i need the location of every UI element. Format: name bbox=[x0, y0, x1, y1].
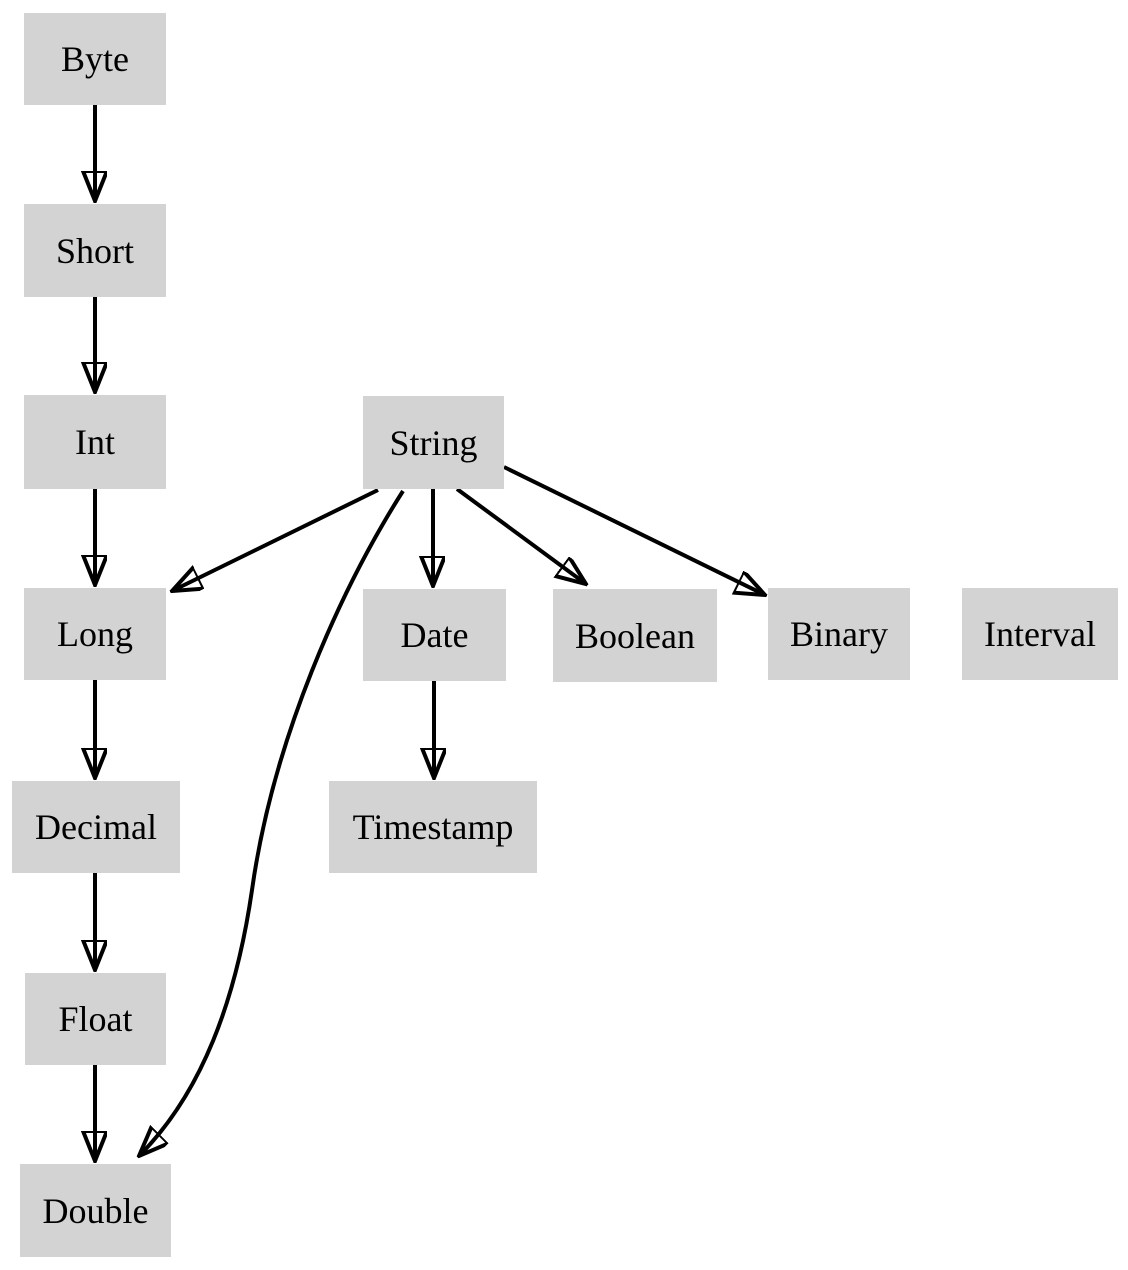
node-date-label: Date bbox=[400, 615, 469, 655]
node-string: String bbox=[363, 396, 504, 489]
edge-string-double bbox=[139, 489, 405, 1156]
node-timestamp-label: Timestamp bbox=[352, 807, 514, 847]
node-date: Date bbox=[363, 589, 506, 681]
node-interval: Interval bbox=[962, 588, 1118, 680]
node-boolean: Boolean bbox=[553, 589, 717, 682]
node-timestamp: Timestamp bbox=[329, 781, 537, 873]
node-binary-label: Binary bbox=[790, 614, 888, 654]
node-double-label: Double bbox=[42, 1190, 149, 1231]
edge-string-binary bbox=[503, 465, 765, 595]
node-decimal: Decimal bbox=[12, 781, 180, 873]
node-string-label: String bbox=[389, 422, 478, 463]
edge-string-boolean bbox=[455, 487, 586, 584]
node-short: Short bbox=[24, 204, 166, 297]
node-double: Double bbox=[20, 1164, 171, 1257]
edge-string-long bbox=[172, 488, 379, 591]
node-byte: Byte bbox=[24, 13, 166, 105]
node-long-label: Long bbox=[57, 614, 133, 654]
node-long: Long bbox=[24, 588, 166, 680]
node-interval-label: Interval bbox=[984, 614, 1096, 654]
node-byte-label: Byte bbox=[61, 39, 129, 79]
node-int: Int bbox=[24, 395, 166, 489]
node-boolean-label: Boolean bbox=[575, 615, 695, 656]
node-short-label: Short bbox=[55, 230, 134, 271]
node-float-label: Float bbox=[58, 999, 133, 1039]
node-float: Float bbox=[25, 973, 166, 1065]
node-int-label: Int bbox=[75, 422, 115, 462]
node-decimal-label: Decimal bbox=[35, 807, 157, 847]
node-binary: Binary bbox=[768, 588, 910, 680]
